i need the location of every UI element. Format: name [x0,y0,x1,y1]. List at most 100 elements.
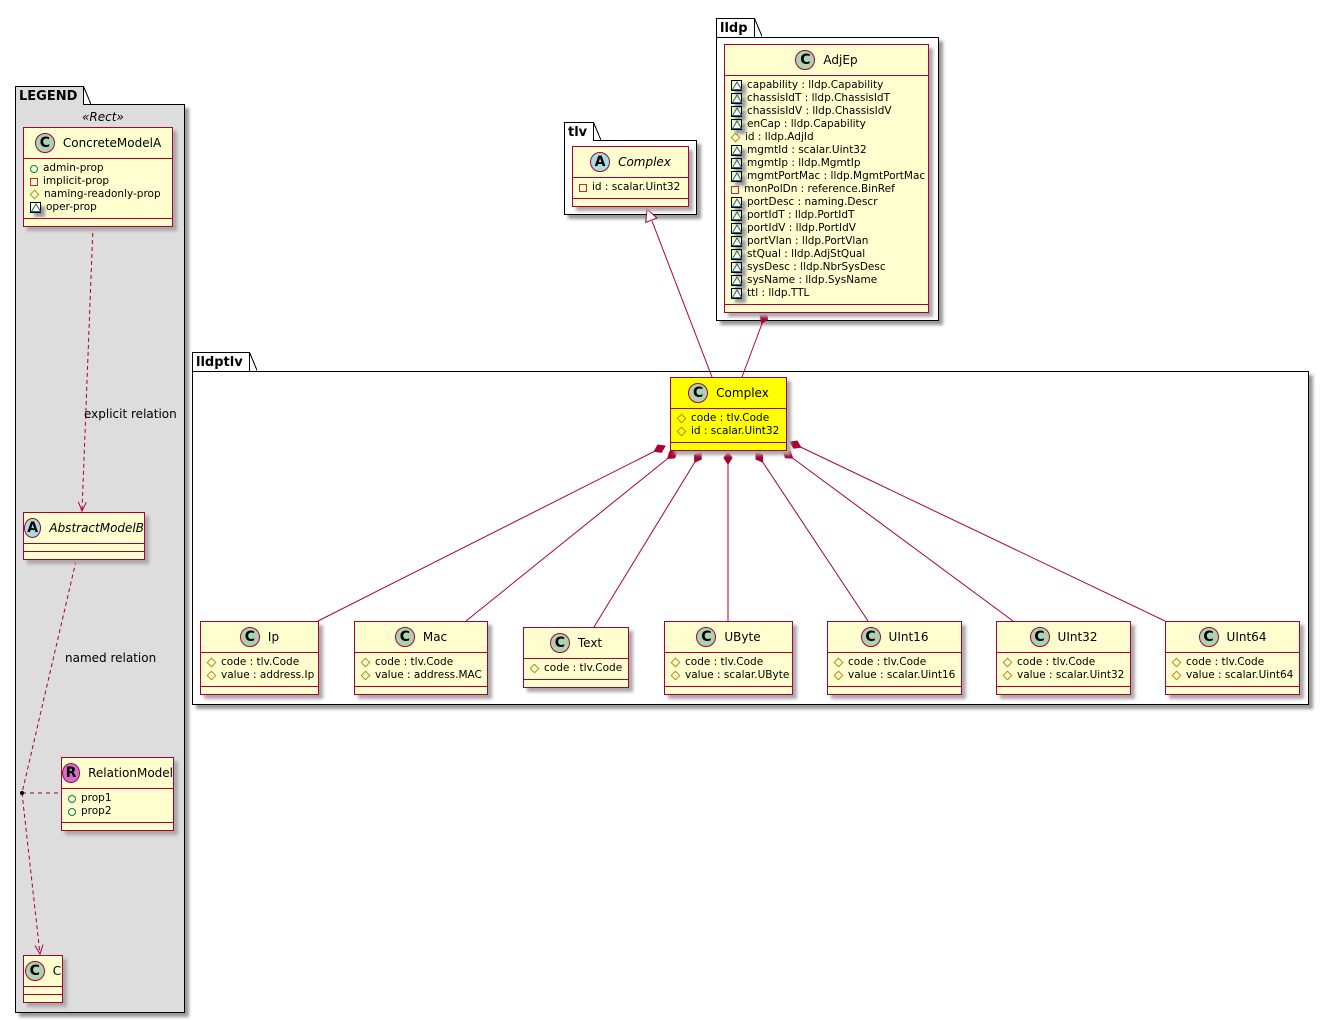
attribute: mgmtPortMac : lldp.MgmtPortMac [731,170,925,183]
protected-visibility-icon [670,670,681,681]
attribute: capability : lldp.Capability [731,79,922,92]
attribute-text: mgmtId : scalar.Uint32 [747,144,867,156]
attribute: value : address.Ip [206,669,314,682]
attribute-text: implicit-prop [43,175,110,187]
class-name: Complex [716,386,769,400]
attribute-text: monPolDn : reference.BinRef [744,183,895,195]
method-list [573,199,688,206]
inheritance-triangle-icon [645,207,658,224]
protected-visibility-icon [29,189,40,200]
package-visibility-icon [731,197,742,208]
class-header: C Ip [201,622,318,653]
class-name: Mac [422,630,448,644]
attribute-text: sysDesc : lldp.NbrSysDesc [747,261,886,273]
protected-visibility-icon [1171,670,1182,681]
attribute-list: code : tlv.Code [524,659,628,680]
composition-edge [789,441,1166,622]
protected-visibility-icon [670,657,681,668]
class-header: C AdjEp [725,45,928,76]
arrow-head-icon [77,501,87,513]
public-visibility-icon [30,164,38,173]
attribute: portVlan : lldp.PortVlan [731,235,922,248]
attribute: value : address.MAC [360,669,482,682]
attribute: chassisIdT : lldp.ChassisIdT [731,92,922,105]
attribute: mgmtIp : lldp.MgmtIp [731,157,922,170]
abstract-class-icon: A [590,152,611,172]
attribute-text: portVlan : lldp.PortVlan [747,235,869,247]
attribute: implicit-prop [30,175,166,188]
class-header: A AbstractModelB [24,513,144,544]
protected-visibility-icon [1002,670,1013,681]
attribute-text: portIdT : lldp.PortIdT [747,209,855,221]
composition-edge [465,450,678,622]
composition-edge [317,445,666,622]
attribute-list [24,987,62,995]
composition-edge [593,451,702,628]
class-icon: C [394,627,415,647]
package-visibility-icon [731,262,742,273]
class-name: UInt16 [888,630,929,644]
public-visibility-icon [68,807,76,816]
method-list [24,219,172,226]
class-text[interactable]: C Text code : tlv.Code [523,627,629,688]
package-visibility-icon [731,119,742,130]
composition-diamond-icon [782,450,794,459]
method-list [524,680,628,687]
composition-edge [782,450,1014,622]
class-abstract-model-b[interactable]: A AbstractModelB [23,512,145,560]
attribute: code : tlv.Code [670,656,786,669]
method-list [665,687,792,694]
attribute-text: prop1 [81,792,112,804]
attribute-text: oper-prop [46,201,97,213]
attribute: value : scalar.Uint32 [1002,669,1124,682]
explicit-relation-edge [81,225,94,512]
class-name: UInt32 [1057,630,1098,644]
package-visibility-icon [731,223,742,234]
composition-diamond-icon [759,311,769,325]
private-visibility-icon [579,183,587,192]
private-visibility-icon [30,177,38,186]
protected-visibility-icon [1002,657,1013,668]
protected-visibility-icon [676,413,687,424]
protected-visibility-icon [360,670,371,681]
package-visibility-icon [30,202,41,213]
package-legend-tab: LEGEND [15,86,92,105]
class-name: Text [577,636,603,650]
attribute: sysName : lldp.SysName [731,274,922,287]
relation-icon: R [62,763,81,783]
attribute-text: stQual : lldp.AdjStQual [747,248,866,260]
protected-visibility-icon [1171,657,1182,668]
method-list [24,552,144,559]
attribute-text: id : scalar.Uint32 [592,181,681,193]
class-icon: C [549,633,570,653]
package-visibility-icon [731,171,742,182]
attribute: code : tlv.Code [1002,656,1124,669]
method-list [201,687,318,694]
attribute: ttl : lldp.TTL [731,287,922,300]
method-list [997,687,1130,694]
protected-visibility-icon [730,132,741,143]
class-icon: C [24,961,45,981]
class-c[interactable]: C C [23,955,63,1003]
attribute-text: naming-readonly-prop [44,188,161,200]
class-icon: C [1029,627,1050,647]
composition-diamond-icon [693,451,702,463]
attribute-text: code : tlv.Code [848,656,927,668]
class-name: AbstractModelB [49,521,144,535]
protected-visibility-icon [360,657,371,668]
